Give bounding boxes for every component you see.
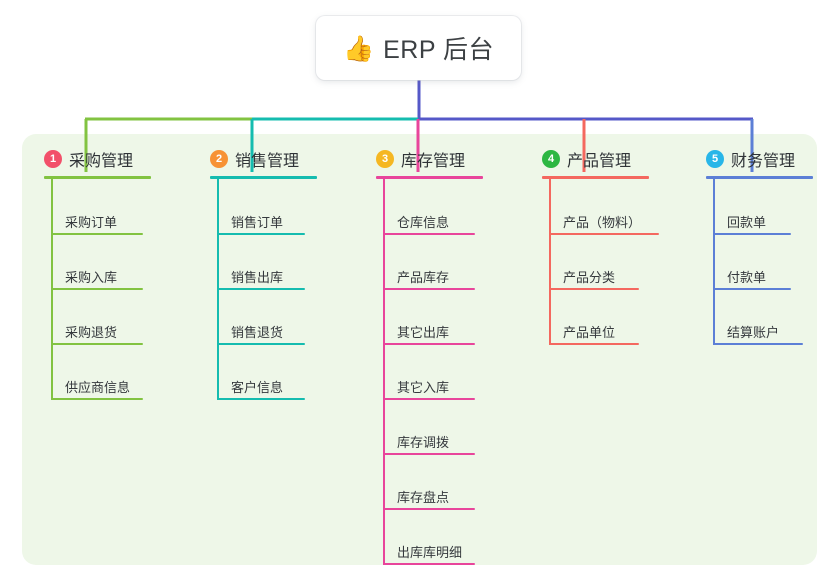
column-spine-5 bbox=[713, 179, 715, 345]
leaf-label: 其它出库 bbox=[397, 325, 450, 340]
column-underline-3 bbox=[376, 176, 483, 179]
column-underline-2 bbox=[210, 176, 317, 179]
column-badge-4: 4 bbox=[542, 150, 560, 168]
leaf-underline bbox=[549, 343, 639, 345]
column-badge-5: 5 bbox=[706, 150, 724, 168]
leaf-underline bbox=[217, 398, 305, 400]
leaf-underline bbox=[713, 288, 791, 290]
leaf-label: 产品库存 bbox=[397, 270, 450, 285]
leaf-label: 产品单位 bbox=[563, 325, 616, 340]
column-badge-3: 3 bbox=[376, 150, 394, 168]
leaf-underline bbox=[51, 343, 143, 345]
leaf-label: 采购入库 bbox=[65, 270, 118, 285]
column-underline-1 bbox=[44, 176, 151, 179]
leaf-label: 采购订单 bbox=[65, 215, 118, 230]
leaf-underline bbox=[383, 508, 475, 510]
root-title: ERP 后台 bbox=[383, 36, 495, 64]
leaf-label: 产品分类 bbox=[563, 270, 616, 285]
leaf-underline bbox=[713, 343, 803, 345]
leaf-label: 库存调拨 bbox=[397, 435, 450, 450]
column-title-3: 库存管理 bbox=[401, 153, 466, 170]
leaf-label: 产品（物料） bbox=[563, 215, 642, 230]
leaf-underline bbox=[383, 398, 475, 400]
leaf-underline bbox=[549, 288, 639, 290]
column-3: 3 库存管理仓库信息产品库存其它出库其它入库库存调拨库存盘点出库库明细 bbox=[370, 146, 483, 565]
column-title-2: 销售管理 bbox=[235, 153, 300, 170]
leaf-label: 仓库信息 bbox=[397, 215, 450, 230]
column-header-2[interactable]: 2 销售管理 bbox=[204, 146, 299, 172]
leaf-label: 销售订单 bbox=[231, 215, 284, 230]
leaf-label: 销售退货 bbox=[231, 325, 284, 340]
column-header-4[interactable]: 4 产品管理 bbox=[536, 146, 631, 172]
leaf-label: 库存盘点 bbox=[397, 490, 450, 505]
column-title-4: 产品管理 bbox=[567, 153, 632, 170]
diagram-panel bbox=[22, 134, 817, 565]
column-spine-3 bbox=[383, 179, 385, 565]
leaf-underline bbox=[713, 233, 791, 235]
leaf-label: 出库库明细 bbox=[397, 545, 463, 560]
column-header-1[interactable]: 1 采购管理 bbox=[38, 146, 133, 172]
column-spine-4 bbox=[549, 179, 551, 345]
column-badge-2: 2 bbox=[210, 150, 228, 168]
leaf-underline bbox=[383, 453, 475, 455]
leaf-label: 供应商信息 bbox=[65, 380, 131, 395]
column-badge-1: 1 bbox=[44, 150, 62, 168]
leaf-underline bbox=[51, 288, 143, 290]
column-underline-5 bbox=[706, 176, 813, 179]
leaf-label: 付款单 bbox=[727, 270, 767, 285]
leaf-underline bbox=[217, 288, 305, 290]
column-1: 1 采购管理采购订单采购入库采购退货供应商信息 bbox=[38, 146, 151, 400]
leaf-label: 回款单 bbox=[727, 215, 767, 230]
root-node[interactable]: 👍 ERP 后台 bbox=[316, 16, 521, 80]
column-2: 2 销售管理销售订单销售出库销售退货客户信息 bbox=[204, 146, 317, 400]
leaf-underline bbox=[383, 233, 475, 235]
leaf-underline bbox=[383, 563, 475, 565]
leaf-label: 销售出库 bbox=[231, 270, 284, 285]
column-title-1: 采购管理 bbox=[69, 153, 134, 170]
leaf-underline bbox=[549, 233, 659, 235]
column-title-5: 财务管理 bbox=[731, 153, 796, 170]
leaf-underline bbox=[217, 343, 305, 345]
leaf-underline bbox=[383, 288, 475, 290]
leaf-underline bbox=[51, 233, 143, 235]
leaf-underline bbox=[383, 343, 475, 345]
column-header-3[interactable]: 3 库存管理 bbox=[370, 146, 465, 172]
leaf-underline bbox=[51, 398, 143, 400]
leaf-label: 其它入库 bbox=[397, 380, 450, 395]
leaf-label: 客户信息 bbox=[231, 380, 284, 395]
leaf-underline bbox=[217, 233, 305, 235]
column-underline-4 bbox=[542, 176, 649, 179]
leaf-label: 采购退货 bbox=[65, 325, 118, 340]
thumbs-up-icon: 👍 bbox=[342, 33, 375, 63]
column-header-5[interactable]: 5 财务管理 bbox=[700, 146, 795, 172]
leaf-label: 结算账户 bbox=[727, 325, 780, 340]
column-5: 5 财务管理回款单付款单结算账户 bbox=[700, 146, 813, 345]
column-4: 4 产品管理产品（物料） 产品分类产品单位 bbox=[536, 146, 659, 345]
